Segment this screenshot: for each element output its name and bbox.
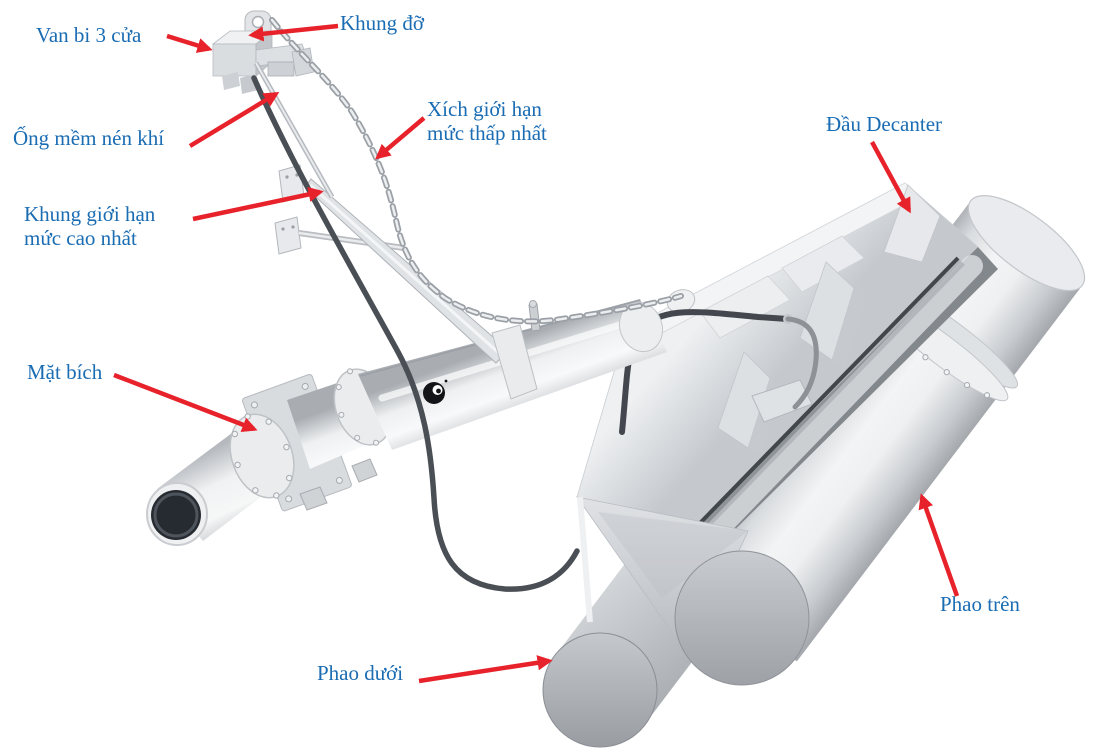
lower-float-end-disk bbox=[542, 632, 658, 748]
pipe-saddle-lug bbox=[618, 301, 664, 353]
air-hose bbox=[251, 75, 580, 592]
arrow-khung-gioi-han bbox=[192, 186, 324, 222]
arrow-dau-decanter bbox=[870, 140, 911, 214]
label-xich-gioi-han-muc-thap-nhat: Xích giới hạn mức thấp nhất bbox=[427, 97, 547, 146]
arrow-phao-tren bbox=[918, 493, 960, 597]
arrow-van-bi-3-cua bbox=[166, 33, 213, 53]
label-khung-do: Khung đỡ bbox=[340, 11, 425, 35]
valve-assembly bbox=[211, 10, 335, 199]
trough-inner-hose bbox=[666, 256, 960, 558]
label-van-bi-3-cua: Van bi 3 cửa bbox=[36, 23, 142, 47]
label-mat-bich: Mặt bích bbox=[27, 360, 103, 384]
label-khung-gioi-han-muc-cao-nhat: Khung giới hạn mức cao nhất bbox=[24, 202, 156, 251]
arrow-khung-do bbox=[248, 23, 339, 42]
upper-float-end-disk bbox=[674, 550, 810, 686]
arrow-ong-mem-nen-khi bbox=[188, 92, 280, 148]
arrow-xich-gioi-han bbox=[375, 116, 426, 160]
valve-body bbox=[212, 43, 257, 77]
arrow-mat-bich bbox=[113, 372, 258, 433]
label-phao-duoi: Phao dưới bbox=[317, 661, 404, 685]
label-ong-mem-nen-khi: Ống mềm nén khí bbox=[13, 126, 165, 150]
limit-chain bbox=[269, 17, 684, 325]
manufacturer-logo bbox=[423, 379, 448, 404]
flange-ring bbox=[229, 413, 295, 499]
label-dau-decanter: Đầu Decanter bbox=[826, 112, 943, 136]
arrow-phao-duoi bbox=[418, 655, 553, 684]
label-phao-tren: Phao trên bbox=[940, 592, 1020, 616]
decanter-trough bbox=[576, 182, 998, 592]
pipe-sleeve bbox=[491, 324, 538, 400]
boom-arm bbox=[304, 178, 541, 400]
